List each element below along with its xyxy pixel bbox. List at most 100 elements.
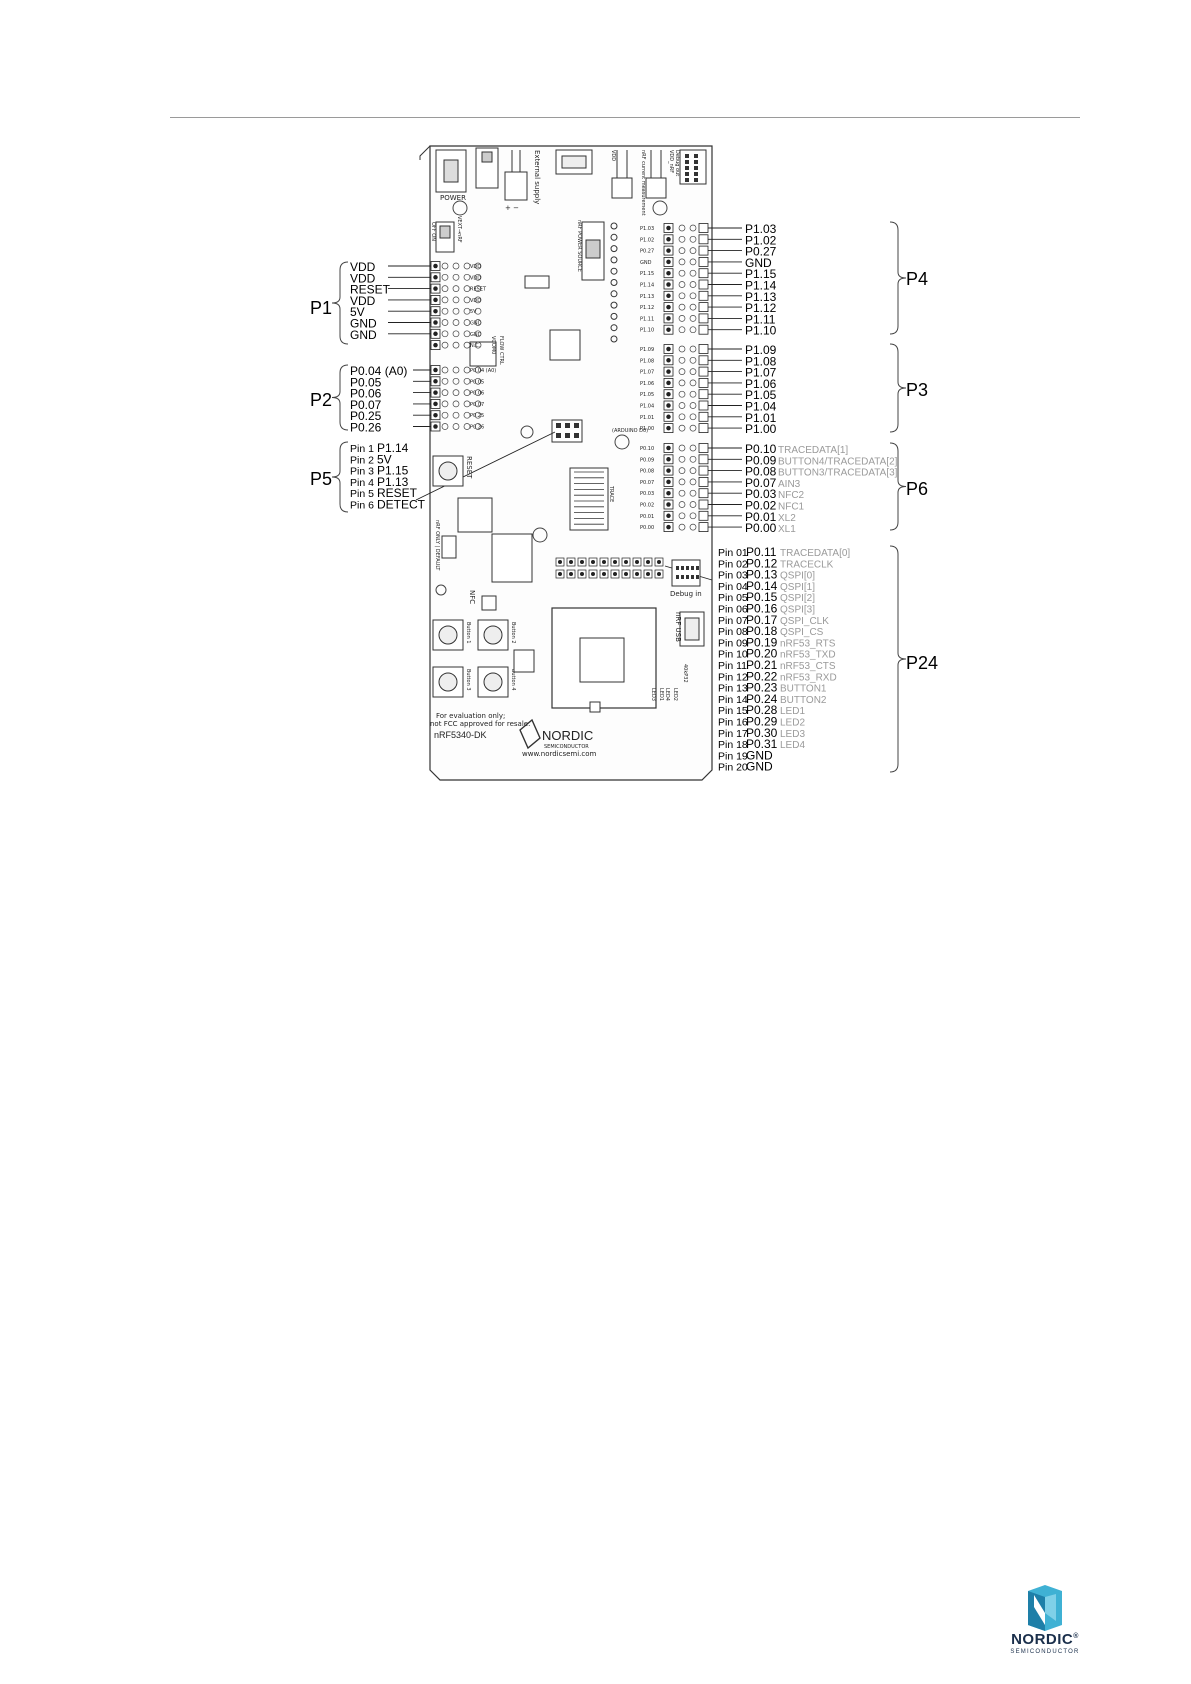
board-via (463, 400, 471, 408)
header-pin-hole (666, 237, 671, 242)
brand-name: NORDIC (1011, 1631, 1074, 1648)
p24-pin-number: Pin 13 (718, 683, 748, 695)
p2-silk-label: P0.05 (470, 379, 484, 385)
board-via (474, 400, 482, 408)
header-pin (698, 302, 709, 313)
header-pin-hole (666, 304, 671, 310)
board-via (678, 501, 686, 508)
right-silk-label: P1.15 (640, 271, 654, 277)
p6-pin-signal: P0.02 (745, 499, 777, 513)
external-supply-header[interactable] (504, 171, 528, 201)
right-silk-label: P1.01 (640, 415, 654, 421)
right-silk-label: P1.14 (640, 283, 654, 289)
p24-header-hole (613, 572, 617, 576)
right-silk-label: P0.09 (640, 457, 654, 463)
p24-header-hole (624, 560, 628, 564)
group-label-p1: P1 (310, 298, 332, 318)
p5-pin-signal: 5V (377, 452, 392, 466)
board-via (689, 489, 697, 497)
p24-pin-number: Pin 17 (718, 728, 748, 740)
p5-pin (574, 423, 579, 428)
board-via (689, 379, 697, 387)
header-pin-hole (666, 358, 671, 363)
board-via (441, 341, 449, 349)
p24-pin-signal: P0.23 (746, 681, 778, 695)
header-pin-hole (666, 248, 671, 253)
p4-pin-label: P1.11 (745, 312, 776, 326)
nrf-current-jumper[interactable] (645, 177, 667, 199)
nrf-only-silk: nRF ONLY | DEFAULT (434, 520, 440, 571)
vdd-silk: VDD (610, 150, 616, 161)
right-silk-label: P1.12 (640, 305, 654, 311)
header-pin (698, 423, 709, 434)
p5-pin (565, 433, 570, 438)
debug-out-pin (694, 166, 698, 170)
nrf-usb-silk: nRF USB (674, 612, 682, 642)
board-via (441, 307, 449, 315)
p24-header-hole (657, 572, 661, 576)
lipo-connector-pin (481, 151, 493, 163)
power-label: POWER (440, 194, 466, 202)
board-via (689, 292, 697, 300)
p24-pin-alt: TRACEDATA[0] (780, 548, 850, 559)
debug-in-pin (681, 566, 684, 570)
nfc-connector[interactable] (481, 595, 497, 611)
group-label-p24: P24 (906, 653, 938, 673)
test-pin (610, 279, 618, 286)
board-via (678, 303, 686, 311)
p6-pin-signal: P0.01 (745, 510, 777, 524)
board-via (474, 273, 482, 281)
p6-pin-alt: NFC1 (778, 502, 805, 513)
header-pin-hole (666, 502, 671, 507)
p24-header-hole (569, 572, 573, 576)
p24-pin-signal: P0.16 (746, 602, 778, 616)
plus-minus-label: + − (505, 204, 519, 212)
header-pin (698, 366, 709, 377)
board-via (463, 411, 471, 419)
p2-silk-label: P0.06 (470, 391, 484, 397)
p5-pin-number: Pin 2 (350, 454, 374, 466)
board-name: nRF5340-DK (434, 730, 487, 740)
p24-pin-alt: LED3 (780, 729, 805, 740)
header-pin-hole (433, 320, 438, 325)
debug-out-connector[interactable] (679, 149, 707, 185)
debug-in-pin (686, 575, 689, 579)
right-silk-label: P1.09 (640, 347, 654, 353)
debug-out-pin (685, 166, 689, 170)
p24-pin-signal: P0.30 (746, 726, 778, 740)
board-via (678, 326, 686, 334)
flow-ctrl-silk: FLOW CTRL (498, 336, 504, 365)
board-via (463, 423, 471, 430)
mounting-hole (435, 584, 447, 596)
button-1[interactable] (432, 619, 464, 651)
antenna-connector (589, 701, 601, 713)
vdd-jumper[interactable] (611, 177, 633, 199)
board-via (474, 262, 482, 270)
p24-header-hole (613, 560, 617, 564)
p24-pin-number: Pin 03 (718, 570, 748, 582)
header-pin (698, 443, 709, 453)
external-supply-label: External supply (533, 150, 541, 204)
p24-pin-signal: P0.22 (746, 669, 778, 683)
nrf-only-switch[interactable] (441, 535, 457, 559)
center-test-pins (610, 222, 618, 343)
p5-pin (556, 423, 561, 428)
header-pin-hole (666, 425, 671, 431)
p3-pin-label: P1.09 (745, 343, 777, 357)
board-via (678, 235, 686, 243)
board-via (689, 247, 697, 254)
debug-in-pin (676, 575, 679, 579)
board-via (689, 356, 697, 364)
p1-pin-label: VDD (350, 271, 376, 285)
p24-pin-number: Pin 16 (718, 717, 748, 729)
nrf5340-chip (579, 637, 625, 683)
board-via (689, 413, 697, 421)
header-pin-hole (666, 513, 671, 519)
nordic-wordmark: NORDIC® (1000, 1631, 1090, 1648)
p1-pin-label: 5V (350, 305, 365, 319)
p24-pin-signal: P0.15 (746, 590, 778, 604)
header-pin (698, 476, 709, 487)
debug-in-connector[interactable] (671, 559, 701, 587)
